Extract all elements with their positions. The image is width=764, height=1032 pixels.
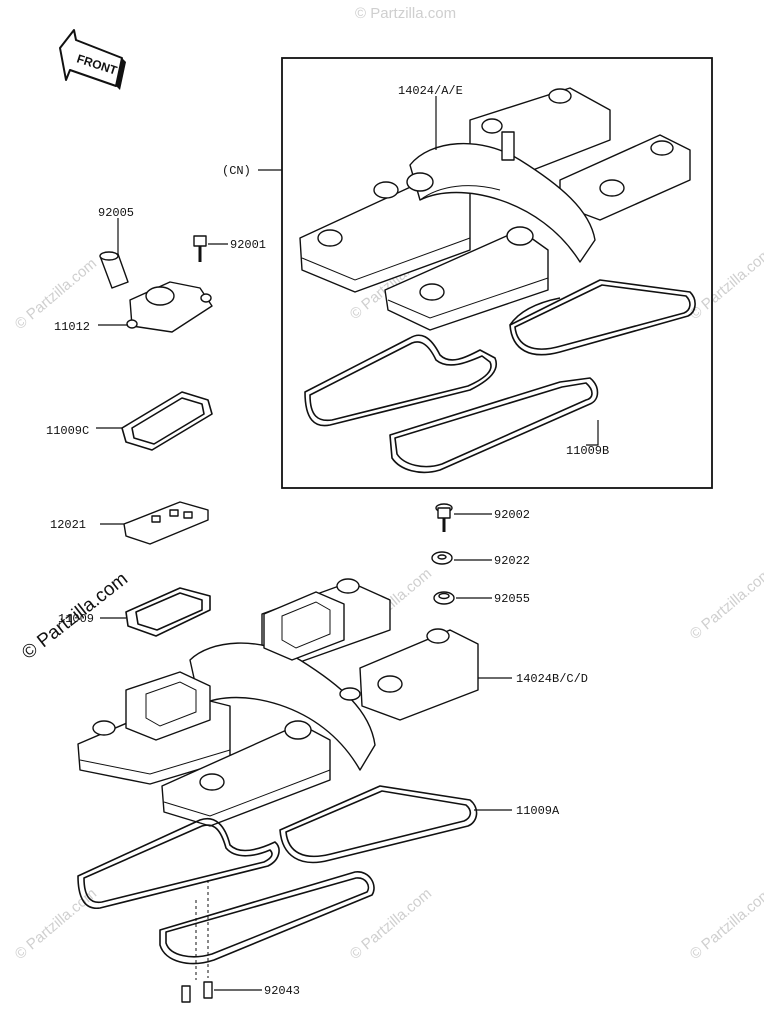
cn-variant-box [281,57,713,489]
label-92005: 92005 [98,206,134,220]
head-cover-upper [299,87,696,474]
reed-plate-12021 [123,501,209,545]
label-92055: 92055 [494,592,530,606]
watermark-text: © Partzilla.com [347,885,435,963]
gasket-11009 [125,587,211,637]
watermark-text: © Partzilla.com [687,565,764,643]
watermark-text: © Partzilla.com [355,5,456,22]
label-92043: 92043 [264,984,300,998]
bolt-92001 [193,235,207,262]
label-11009b: 11009B [566,444,609,458]
gasket-11009c [121,391,213,451]
dowel-pins-92043 [181,880,213,1003]
label-cn: (CN) [222,164,251,178]
label-92001: 92001 [230,238,266,252]
label-14024-a-e: 14024/A/E [398,84,463,98]
label-11012: 11012 [54,320,90,334]
breather-cover [99,251,213,333]
label-11009c: 11009C [46,424,89,438]
front-arrow-icon: FRONT [59,29,126,90]
head-cover-lower [77,578,479,965]
label-92022: 92022 [494,554,530,568]
label-12021: 12021 [50,518,86,532]
label-14024-b-c-d: 14024B/C/D [516,672,588,686]
watermark-text: © Partzilla.com [687,885,764,963]
label-92002: 92002 [494,508,530,522]
watermark-text: © Partzilla.com [687,245,764,323]
bolt-92002 [435,503,453,532]
label-11009: 11009 [58,612,94,626]
label-11009a: 11009A [516,804,560,818]
washer-92022 [431,551,453,565]
watermark-text: © Partzilla.com [12,885,100,963]
grommet-92055 [433,591,455,605]
